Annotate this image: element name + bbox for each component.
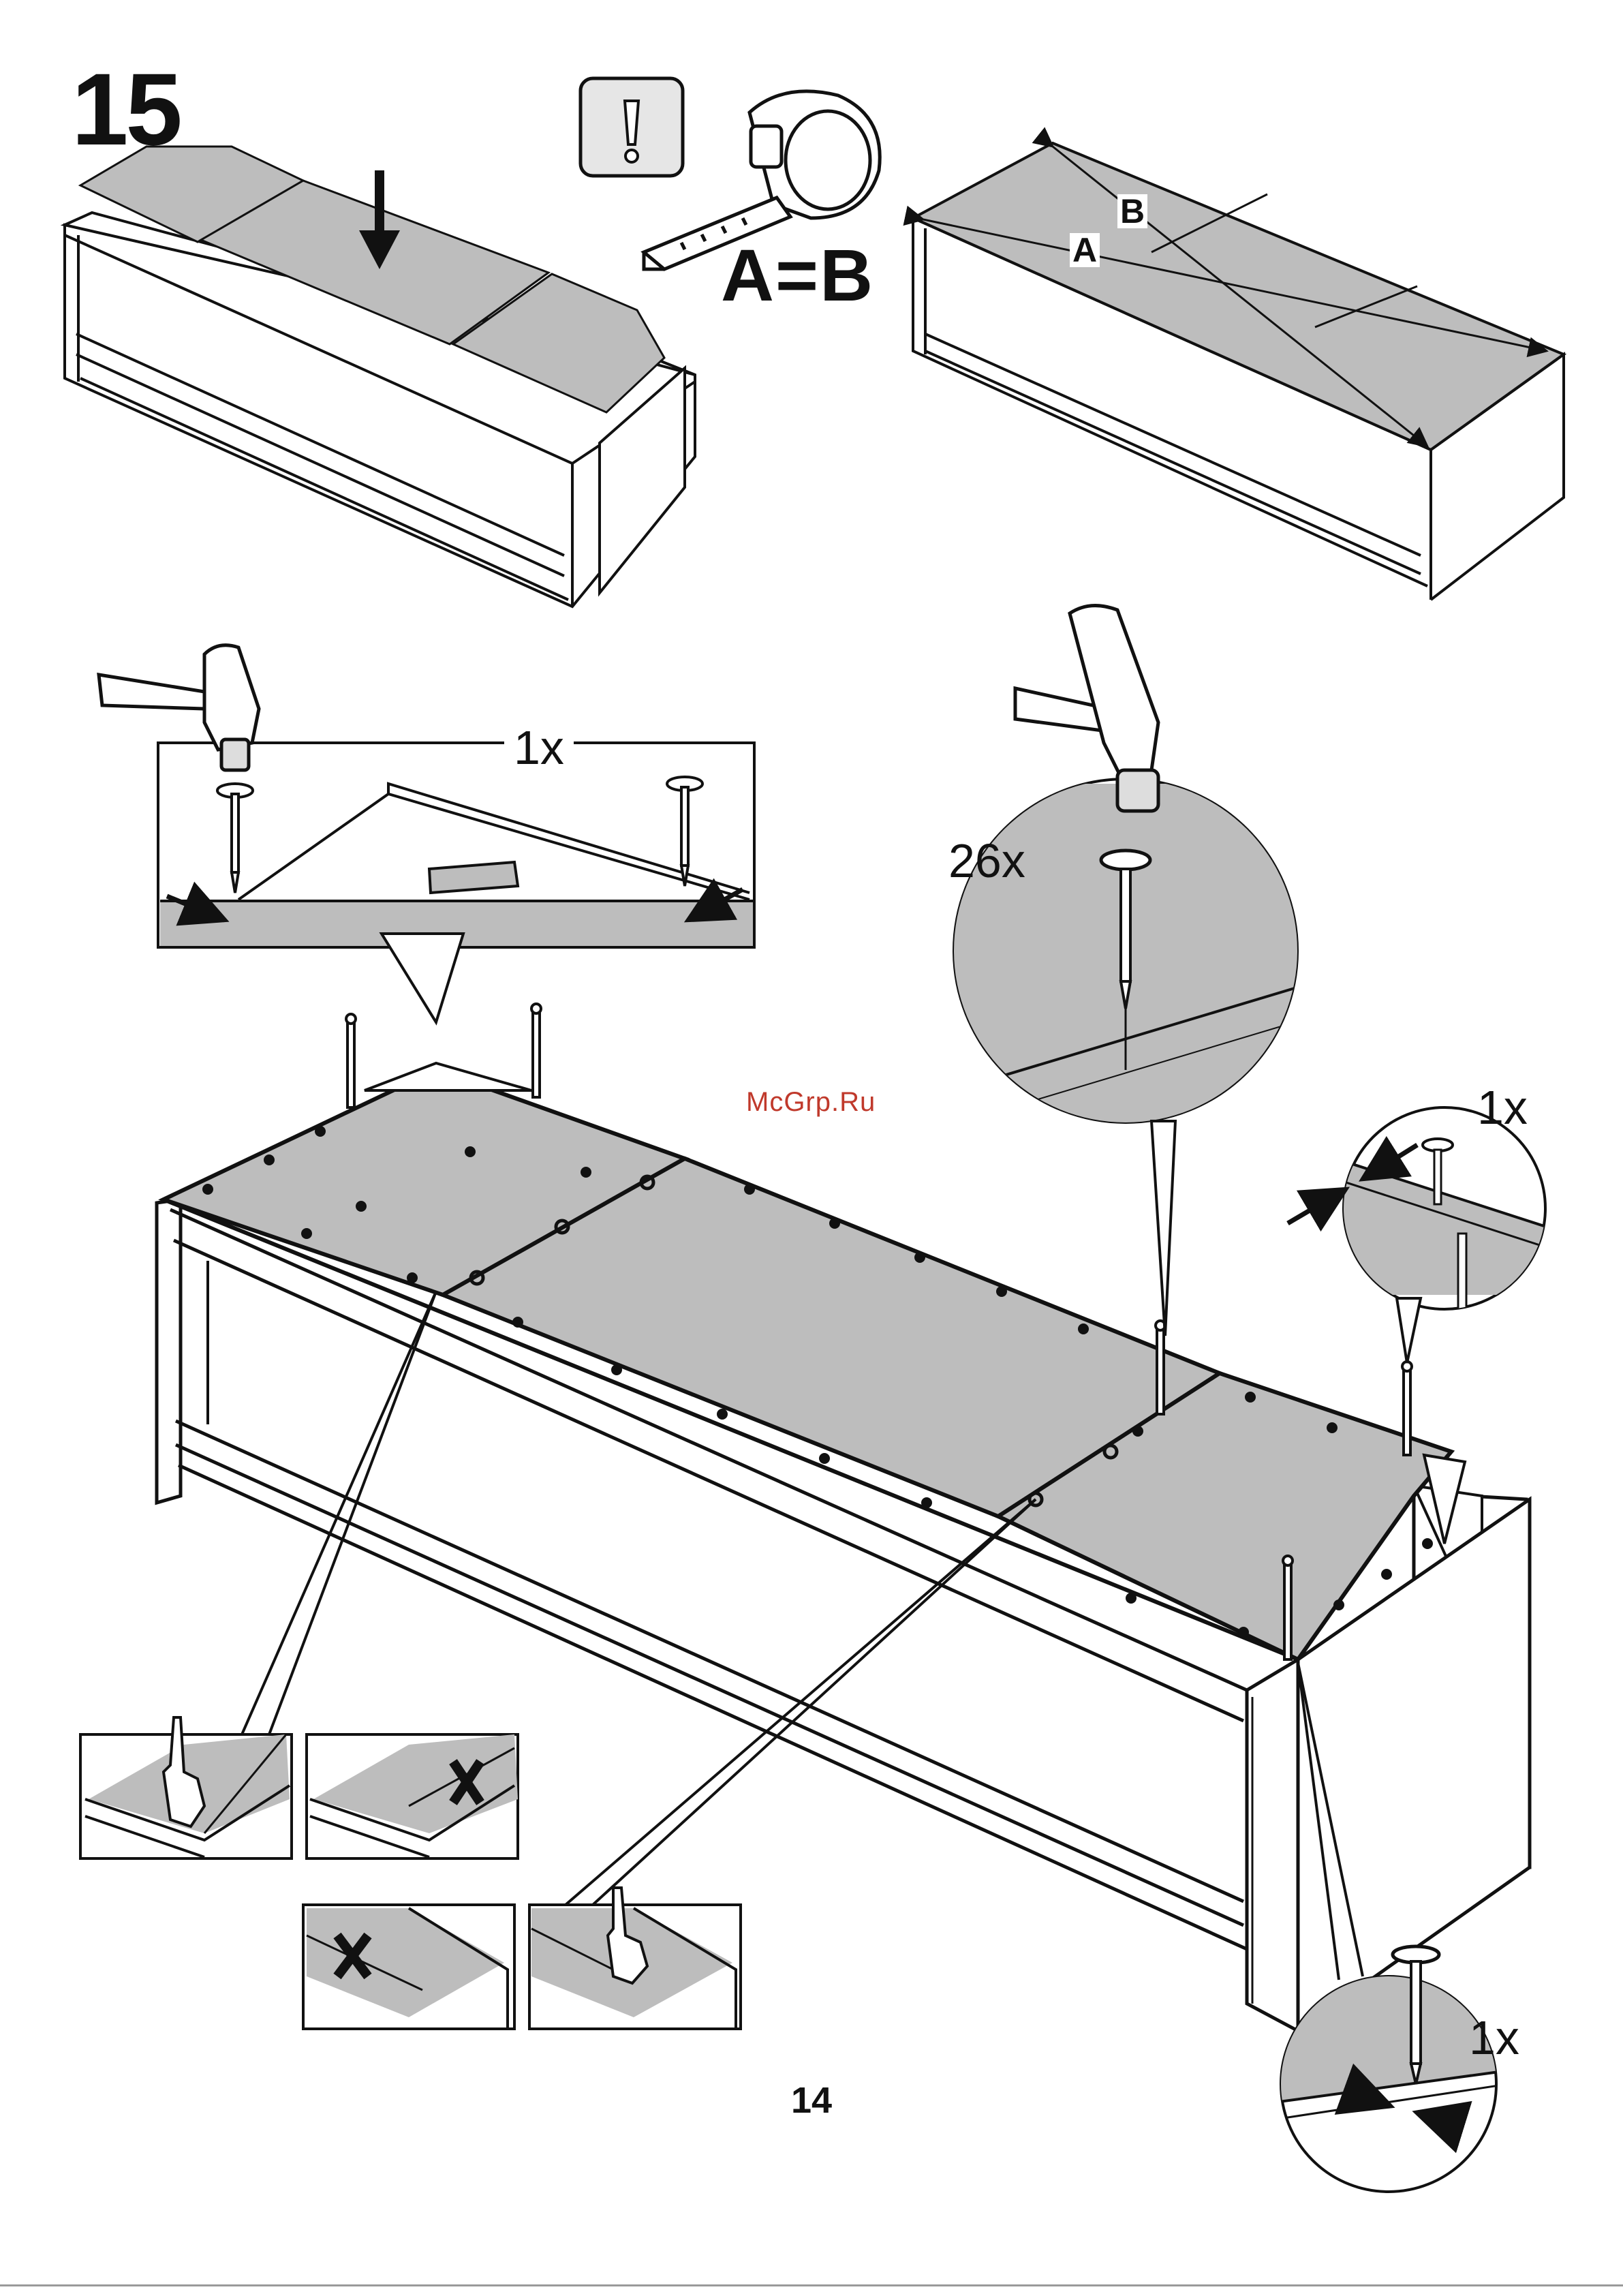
watermark: McGrp.Ru	[746, 1088, 876, 1116]
right-edge-magnifier	[1288, 1107, 1567, 1363]
page-number: 14	[0, 2082, 1623, 2119]
footer-divider	[0, 2284, 1623, 2286]
quantity-detail-bottom: 1x	[1469, 2014, 1519, 2062]
diagonal-label-b: B	[1117, 194, 1147, 228]
measure-equation: A=B	[721, 239, 874, 312]
check-box-4	[529, 1888, 741, 2029]
quantity-nails-total: 26x	[948, 837, 1025, 885]
check-box-2	[307, 1734, 518, 1858]
quantity-detail-top: 1x	[504, 724, 574, 771]
cabinet-top-right	[913, 143, 1564, 600]
check-box-1	[80, 1717, 292, 1858]
check-box-3	[303, 1905, 514, 2029]
warning-icon	[581, 78, 683, 176]
main-top-panels	[164, 1063, 1465, 1659]
diagonal-label-a: A	[1070, 233, 1100, 267]
step-number: 15	[72, 58, 180, 160]
quantity-detail-right: 1x	[1477, 1084, 1528, 1131]
nail-magnifier	[940, 606, 1322, 1336]
